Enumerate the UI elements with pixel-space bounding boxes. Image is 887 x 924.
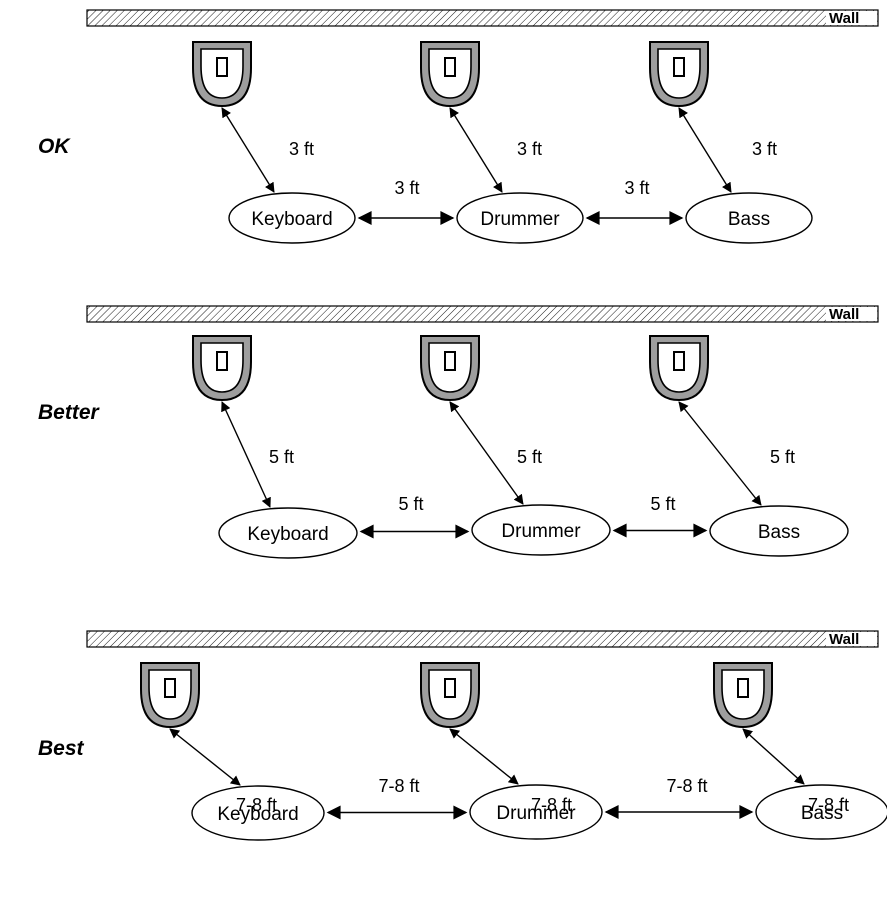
instrument-oval <box>685 192 813 244</box>
instrument-label: Keyboard <box>247 524 328 545</box>
instrument-oval <box>709 505 849 557</box>
instrument-label: Drummer <box>480 209 560 230</box>
monitor-distance-label: 3 ft <box>517 139 542 159</box>
monitor-driver <box>673 57 685 77</box>
monitor-driver <box>673 351 685 371</box>
wall <box>86 9 879 27</box>
monitor-driver <box>737 678 749 698</box>
monitor-distance-arrow <box>449 107 503 193</box>
monitor-driver <box>444 57 456 77</box>
instrument-oval <box>471 504 611 556</box>
monitor-distance-arrow <box>449 728 519 785</box>
monitor-distance-arrow <box>678 107 732 193</box>
instrument-label: Bass <box>728 209 770 230</box>
instrument-oval <box>469 784 603 840</box>
monitor-distance-label: 3 ft <box>289 139 314 159</box>
monitor-distance-arrow <box>449 401 524 505</box>
instrument-label: Keyboard <box>251 209 332 230</box>
wall-label-bg <box>826 11 877 25</box>
monitor-distance-arrow <box>221 107 275 193</box>
monitor-distance-label: 5 ft <box>269 447 294 467</box>
wall-label: Wall <box>829 10 859 27</box>
row-label: OK <box>38 135 71 158</box>
instrument-oval <box>218 507 358 559</box>
monitor-driver <box>164 678 176 698</box>
instrument-label: Drummer <box>501 521 581 542</box>
monitor-driver <box>216 57 228 77</box>
monitor-driver <box>216 351 228 371</box>
wall <box>86 630 879 648</box>
monitor-distance-label: 7-8 ft <box>531 795 572 815</box>
monitor-distance-label: 7-8 ft <box>236 795 277 815</box>
instrument-label: Drummer <box>496 803 576 824</box>
wall <box>86 305 879 323</box>
wall-label-bg <box>826 632 877 646</box>
wall-label-bg <box>826 307 877 321</box>
monitor-driver <box>444 351 456 371</box>
spacing-label: 3 ft <box>394 178 419 198</box>
row-label: Better <box>38 401 101 424</box>
monitor-distance-arrow <box>221 401 271 508</box>
spacing-label: 5 ft <box>398 494 423 514</box>
monitor-distance-label: 3 ft <box>752 139 777 159</box>
instrument-oval <box>755 784 887 840</box>
row-label: Best <box>38 737 85 760</box>
monitor-distance-label: 5 ft <box>770 447 795 467</box>
monitor-driver <box>444 678 456 698</box>
spacing-label: 7-8 ft <box>378 776 419 796</box>
monitor-distance-arrow <box>169 728 241 786</box>
wall-label: Wall <box>829 631 859 648</box>
spacing-label: 5 ft <box>650 494 675 514</box>
monitor-distance-arrow <box>678 401 762 506</box>
wall-label: Wall <box>829 306 859 323</box>
instrument-oval <box>456 192 584 244</box>
instrument-label: Bass <box>801 803 843 824</box>
spacing-label: 7-8 ft <box>666 776 707 796</box>
instrument-oval <box>228 192 356 244</box>
spacing-label: 3 ft <box>624 178 649 198</box>
monitor-distance-arrow <box>742 728 805 785</box>
monitor-distance-label: 5 ft <box>517 447 542 467</box>
monitor-distance-label: 7-8 ft <box>808 795 849 815</box>
instrument-label: Bass <box>758 522 800 543</box>
instrument-oval <box>191 785 325 841</box>
instrument-label: Keyboard <box>217 804 298 825</box>
